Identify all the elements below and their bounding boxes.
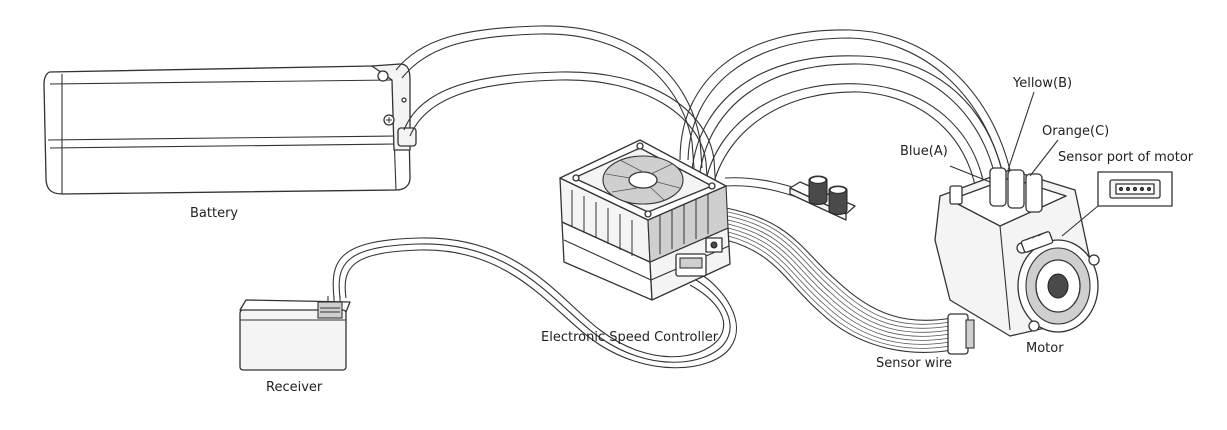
battery-wires <box>395 25 717 191</box>
leader-lines <box>949 91 1059 183</box>
orange-wire-label: Orange(C) <box>1042 124 1110 139</box>
sensor-port-inset <box>1061 171 1173 237</box>
capacitor-module <box>724 175 856 221</box>
sensor-wire-ribbon <box>725 207 975 355</box>
yellow-wire-label: Yellow(B) <box>1013 76 1073 91</box>
battery-label: Battery <box>190 206 239 221</box>
receiver-cable <box>332 237 737 369</box>
blue-wire-label: Blue(A) <box>900 144 948 159</box>
motor <box>934 167 1100 337</box>
receiver-label: Receiver <box>266 380 323 395</box>
esc <box>559 139 731 301</box>
motor-label: Motor <box>1026 341 1064 356</box>
motor-wires <box>679 29 1011 191</box>
sensor-wire-label: Sensor wire <box>876 356 952 371</box>
esc-label: Electronic Speed Controller <box>541 330 719 345</box>
battery <box>43 63 417 195</box>
sensor-port-label: Sensor port of motor <box>1058 150 1194 165</box>
receiver <box>239 296 351 371</box>
